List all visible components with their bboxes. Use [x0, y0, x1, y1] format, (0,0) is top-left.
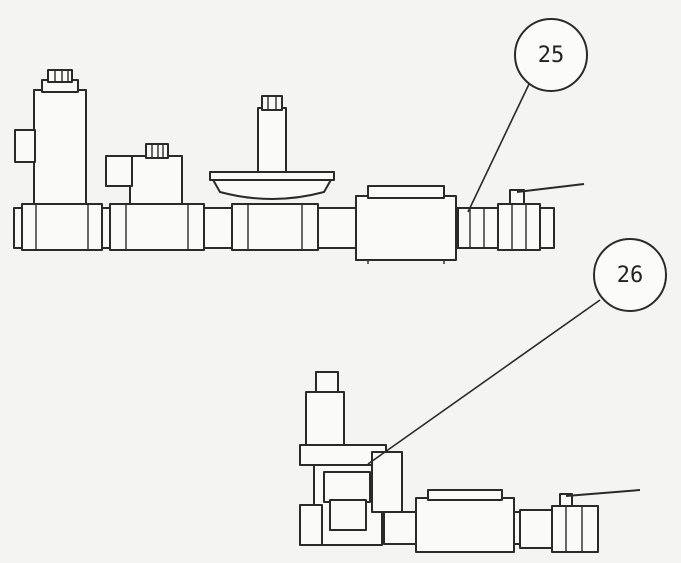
callout-label-26: 26 — [617, 263, 644, 288]
callout-circle-26 — [593, 238, 667, 312]
solenoid-valve-1 — [14, 69, 103, 251]
ball-valve-upper — [457, 183, 585, 251]
leader-line-26 — [367, 299, 601, 465]
solenoid-valve-2 — [105, 143, 205, 251]
valve-handle-upper — [516, 183, 585, 193]
gas-filter-lower — [415, 489, 515, 553]
ball-valve-lower — [519, 489, 641, 553]
callout-26: 26 — [367, 238, 667, 465]
leader-line-25 — [467, 81, 531, 213]
callout-label-25: 25 — [538, 43, 565, 68]
gas-filter — [355, 185, 457, 264]
pressure-regulator — [209, 95, 335, 251]
lower-gas-train — [299, 371, 641, 553]
callout-25: 25 — [467, 18, 588, 213]
valve-handle-lower — [565, 489, 641, 497]
upper-gas-train — [13, 69, 585, 264]
callout-circle-25 — [514, 18, 588, 92]
multiblock-unit — [299, 371, 403, 546]
